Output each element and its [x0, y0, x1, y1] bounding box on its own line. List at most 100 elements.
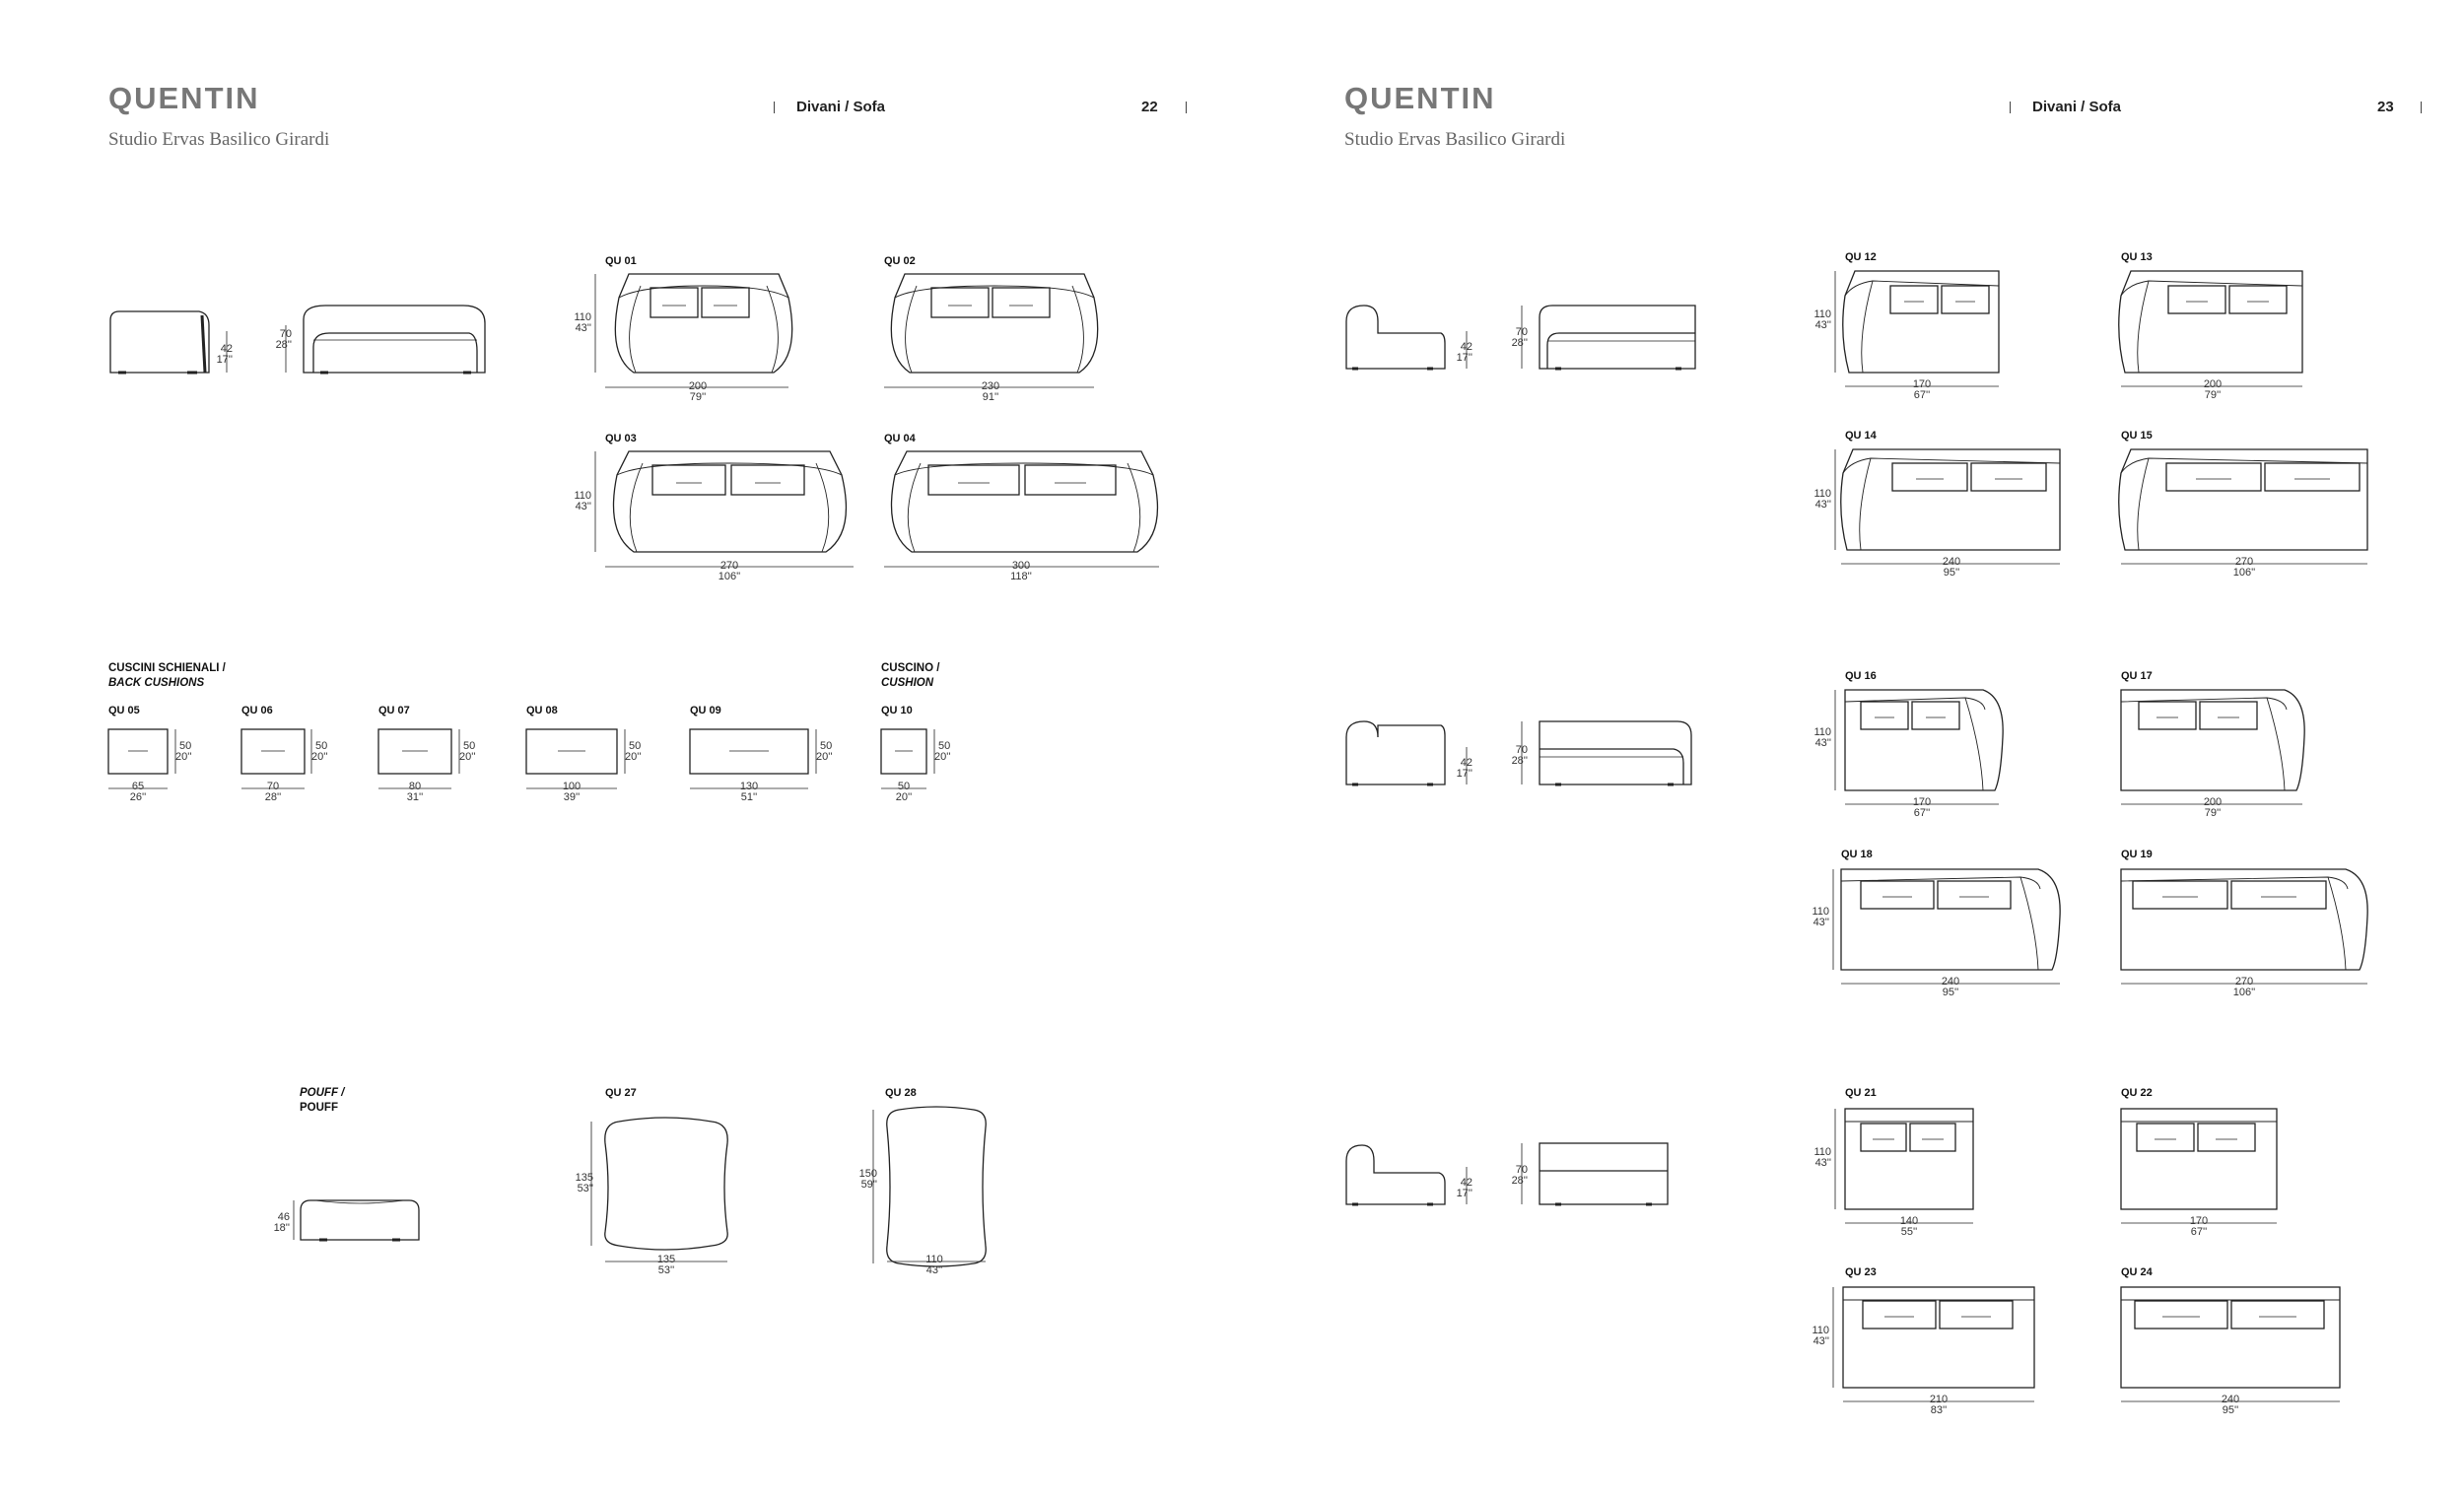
model-code: QU 08	[526, 705, 558, 716]
model-code: QU 02	[884, 255, 916, 267]
dim-height-inch: 17''	[217, 354, 233, 366]
cushion-qu08: QU 08 50 20'' 100 39''	[525, 705, 641, 803]
dim-height: 50	[938, 740, 950, 752]
dim-width: 70	[267, 781, 279, 792]
dim-height: 50	[315, 740, 327, 752]
cushion-qu09: QU 09 50 20'' 130 51''	[689, 705, 832, 803]
front-view-left-arm: 70 28''	[1512, 305, 1696, 371]
element-qu18: QU 18 110 43'' 240 95''	[1812, 849, 2061, 998]
section-label-right: Divani / Sofa	[2032, 99, 2122, 115]
page-title-left: QUENTIN	[108, 81, 260, 115]
dim-width: 240	[2222, 1394, 2239, 1405]
dim-height-inch: 28''	[1512, 755, 1528, 767]
heading-back-cushions-en: BACK CUSHIONS	[108, 677, 204, 689]
model-code: QU 01	[605, 255, 637, 267]
dim-height: 70	[1516, 744, 1528, 756]
element-qu14: QU 14 110 43'' 240 95''	[1814, 430, 2061, 579]
dim-height: 46	[278, 1211, 290, 1223]
model-code: QU 28	[885, 1087, 917, 1099]
cushion-qu06: QU 06 50 20'' 70 28''	[240, 705, 327, 803]
sofa-qu04: QU 04 300 118''	[884, 433, 1159, 582]
dim-width-inch: 118''	[1010, 571, 1032, 582]
dim-height-inch: 20''	[625, 751, 641, 763]
dim-width: 50	[898, 781, 910, 792]
dim-width-inch: 95''	[1943, 987, 1958, 998]
dim-height: 110	[574, 311, 591, 323]
dim-width: 65	[132, 781, 144, 792]
dim-width: 200	[689, 380, 707, 392]
dim-width: 130	[740, 781, 758, 792]
dim-width-inch: 95''	[1944, 567, 1959, 579]
dim-height-inch: 43''	[576, 322, 591, 334]
model-code: QU 04	[884, 433, 917, 444]
side-view-armless: 42 17''	[1345, 1144, 1472, 1206]
dim-width: 110	[925, 1254, 943, 1265]
dim-width-inch: 79''	[2205, 807, 2221, 819]
element-qu22: QU 22 170 67''	[2120, 1087, 2278, 1238]
model-code: QU 24	[2121, 1266, 2154, 1278]
dim-height-inch: 43''	[1815, 737, 1831, 749]
dim-width: 270	[720, 560, 738, 572]
model-code: QU 13	[2121, 251, 2153, 263]
element-qu12: QU 12 110 43'' 170 67''	[1814, 251, 2000, 401]
dim-height: 42	[1461, 757, 1472, 769]
dim-width: 270	[2235, 976, 2253, 988]
dim-width-inch: 67''	[1914, 807, 1930, 819]
model-code: QU 10	[881, 705, 913, 716]
model-code: QU 05	[108, 705, 140, 716]
dim-width: 80	[409, 781, 421, 792]
dim-width: 200	[2204, 378, 2222, 390]
dim-width-inch: 55''	[1901, 1226, 1917, 1238]
dim-width: 200	[2204, 796, 2222, 808]
cushion-qu05: QU 05 50 20'' 65 26''	[107, 705, 191, 803]
dim-width: 240	[1942, 976, 1959, 988]
model-code: QU 06	[241, 705, 273, 716]
element-qu23: QU 23 110 43'' 210 83''	[1812, 1266, 2035, 1416]
dim-height-inch: 43''	[576, 501, 591, 512]
pouff-qu28: QU 28 150 59'' 110 43''	[859, 1087, 987, 1276]
model-code: QU 18	[1841, 849, 1873, 860]
page-number-left: 22	[1141, 99, 1158, 115]
sofa-qu01: QU 01 200 79'' 110 43''	[574, 255, 793, 403]
dim-height-inch: 18''	[274, 1222, 290, 1234]
model-code: QU 12	[1845, 251, 1877, 263]
dim-width: 140	[1900, 1215, 1918, 1227]
dim-height-inch: 20''	[934, 751, 950, 763]
model-code: QU 19	[2121, 849, 2153, 860]
dim-height-inch: 20''	[816, 751, 832, 763]
element-qu13: QU 13 200 79''	[2118, 251, 2303, 401]
section-label-left: Divani / Sofa	[796, 99, 886, 115]
dim-height-inch: 28''	[1512, 337, 1528, 349]
dim-width-inch: 67''	[2191, 1226, 2207, 1238]
dim-width: 230	[982, 380, 999, 392]
element-qu21: QU 21 110 43'' 140 55''	[1814, 1087, 1974, 1238]
dim-width: 300	[1012, 560, 1030, 572]
side-view-right-arm: 42 17''	[1345, 720, 1472, 786]
dim-height-inch: 53''	[578, 1183, 593, 1194]
dim-height-inch: 43''	[1815, 499, 1831, 511]
dim-height: 110	[574, 490, 591, 502]
dim-height: 70	[280, 328, 292, 340]
dim-width: 170	[1913, 378, 1931, 390]
dim-height: 110	[1814, 488, 1831, 500]
side-view-left-arm: 42 17''	[1345, 305, 1472, 371]
dim-height: 110	[1814, 726, 1831, 738]
dim-width-inch: 53''	[658, 1264, 674, 1276]
dim-width-inch: 106''	[2233, 567, 2256, 579]
dim-height: 70	[1516, 1164, 1528, 1176]
dim-width: 210	[1930, 1394, 1948, 1405]
model-code: QU 17	[2121, 670, 2153, 682]
model-code: QU 23	[1845, 1266, 1877, 1278]
dim-width-inch: 79''	[690, 391, 706, 403]
heading-cushion-en: CUSHION	[881, 677, 934, 689]
sofa-qu03: QU 03 270 106'' 110 43''	[574, 433, 854, 582]
dim-width: 135	[657, 1254, 675, 1265]
model-code: QU 14	[1845, 430, 1878, 442]
dim-width: 100	[563, 781, 581, 792]
dim-width-inch: 31''	[407, 791, 423, 803]
page-title-right: QUENTIN	[1344, 81, 1496, 115]
dim-height: 50	[820, 740, 832, 752]
cushion-qu10: QU 10 50 20'' 50 20''	[880, 705, 950, 803]
dim-height-inch: 43''	[1815, 319, 1831, 331]
